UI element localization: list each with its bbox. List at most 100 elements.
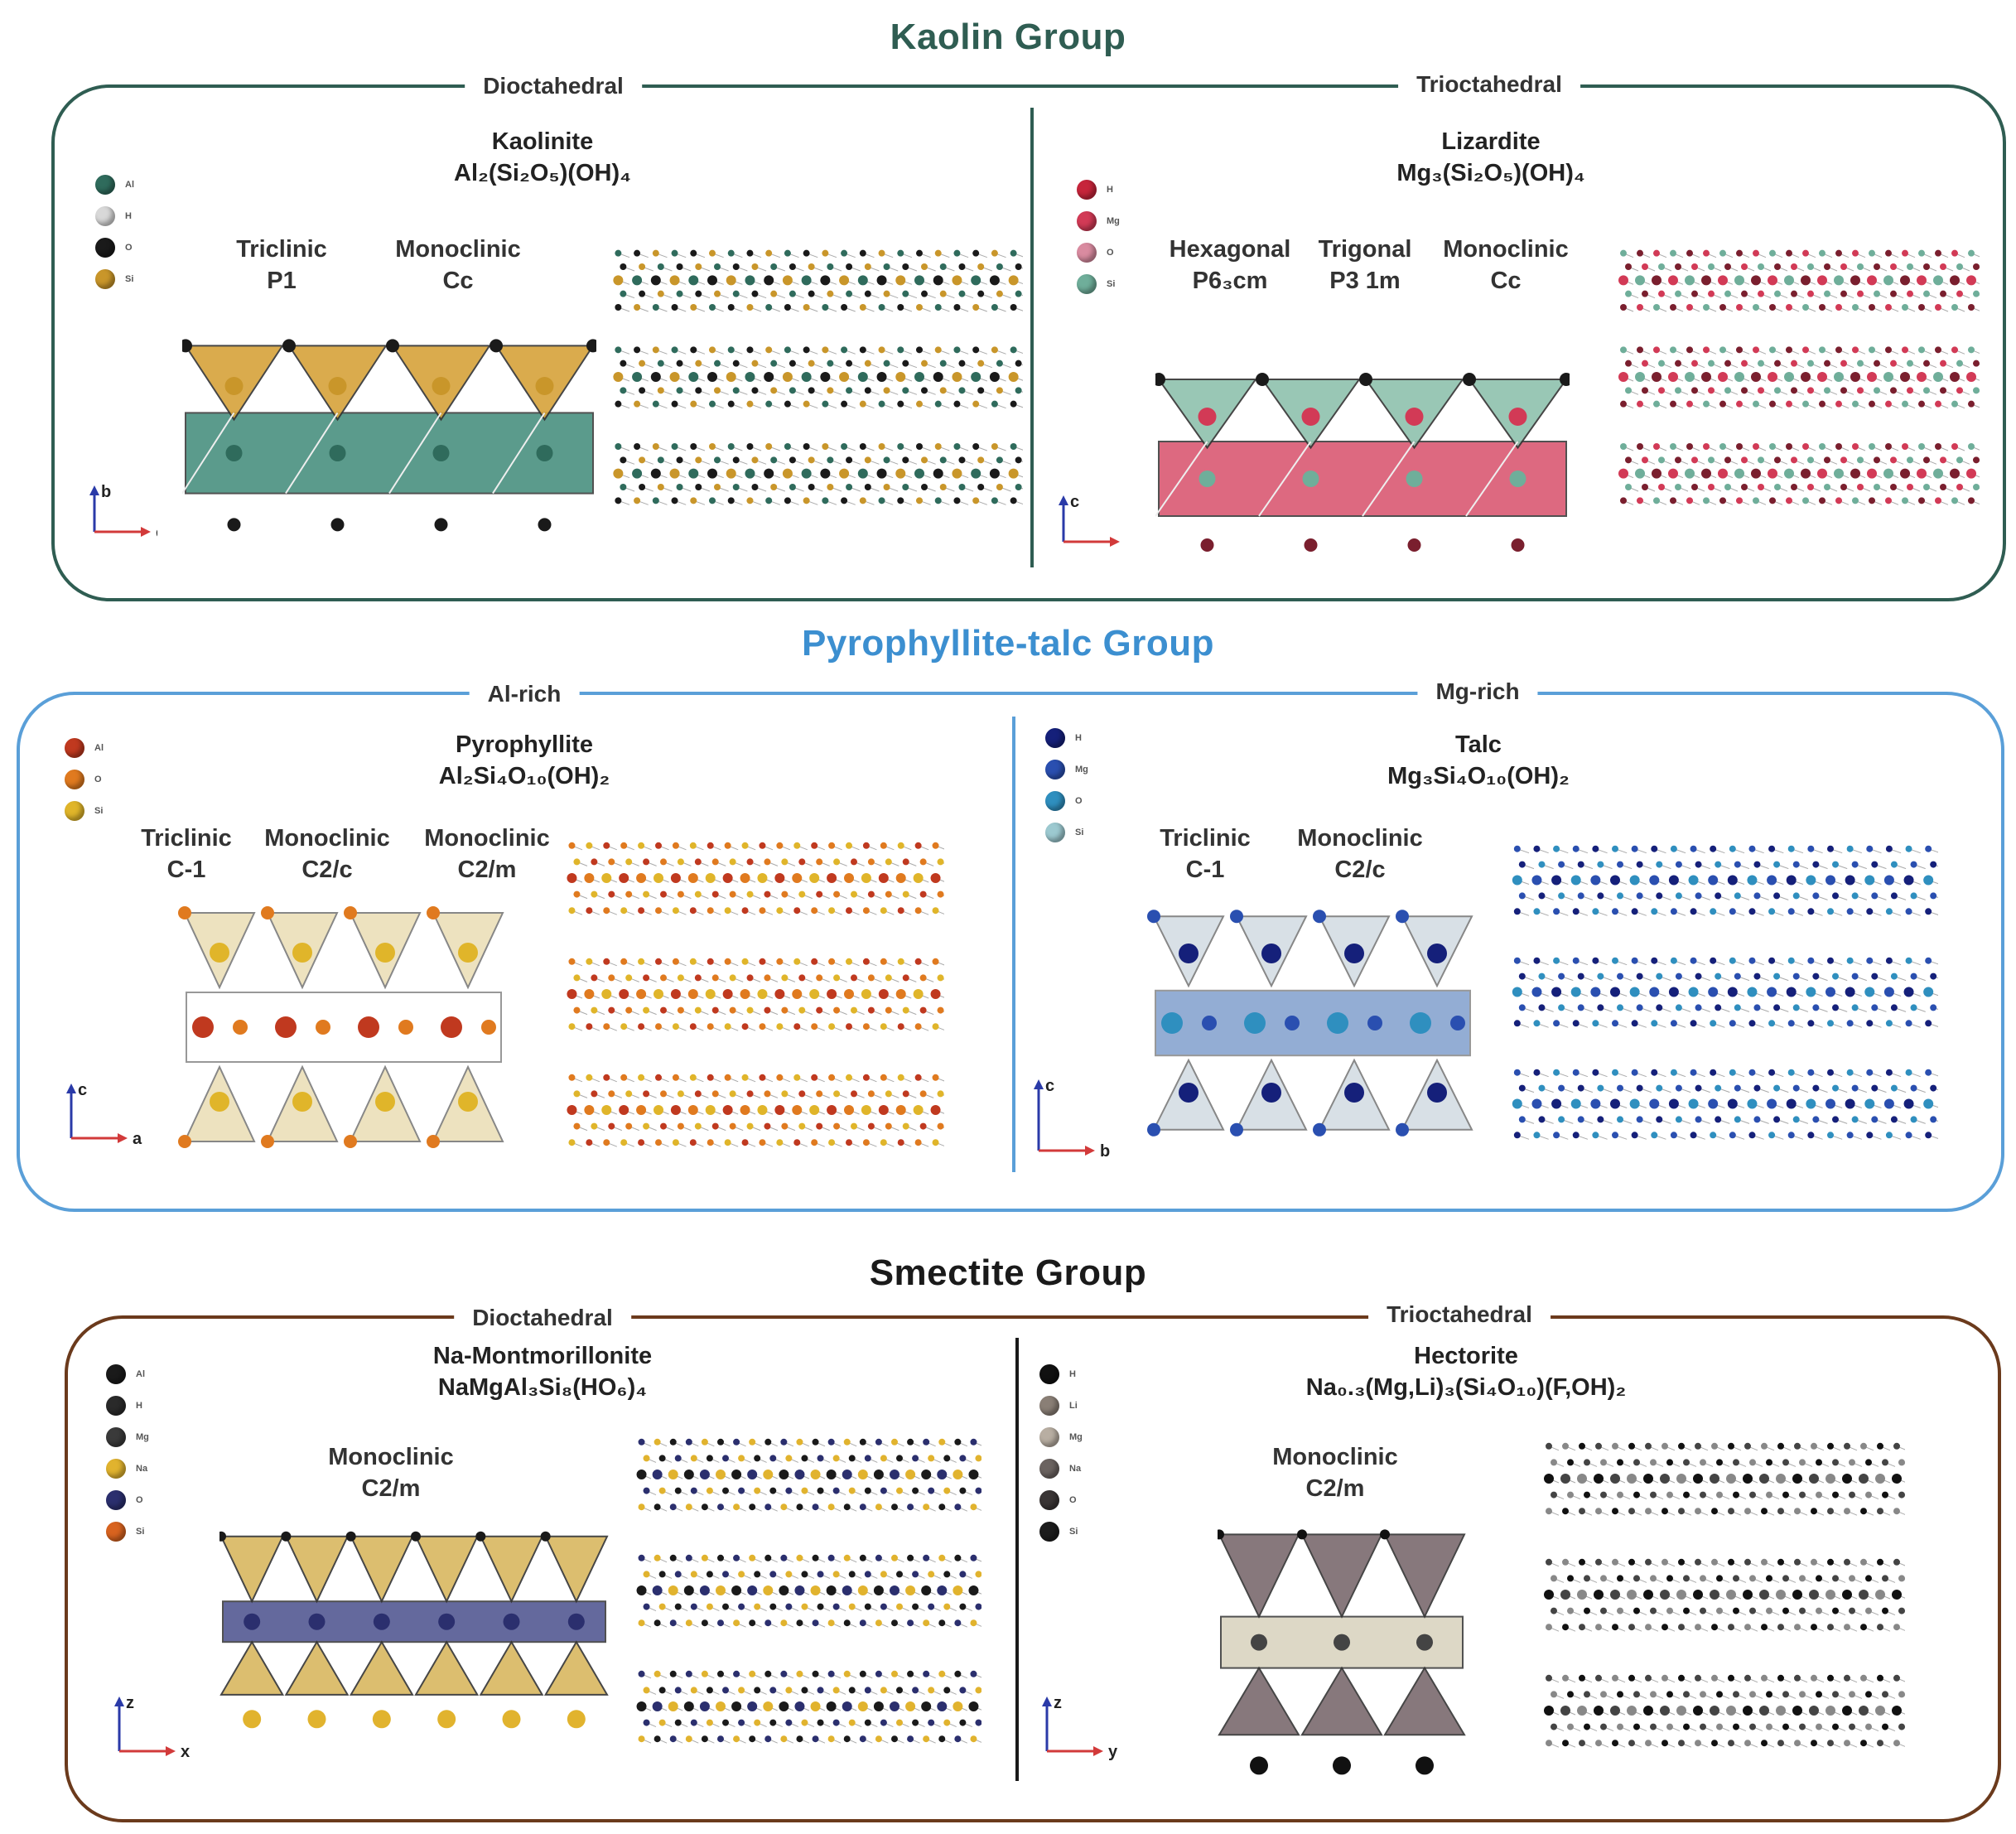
atom-sphere: [928, 1687, 935, 1694]
legend-swatch: [1045, 760, 1065, 779]
atom-sphere: [591, 1122, 598, 1130]
atom-sphere: [1645, 1508, 1652, 1515]
atom-sphere: [1845, 1098, 1855, 1109]
atom-sphere: [1736, 304, 1743, 311]
atom-sphere: [1907, 456, 1913, 464]
atom-sphere: [749, 1554, 756, 1561]
atom-sphere: [1595, 1740, 1602, 1747]
atom-sphere: [1898, 1575, 1905, 1582]
atom-sphere: [1885, 845, 1893, 852]
atom-sphere: [639, 387, 646, 394]
atom-sphere: [1675, 1004, 1682, 1011]
atom-sphere: [880, 1603, 887, 1610]
atom-sphere: [1819, 346, 1825, 354]
atom-sphere: [801, 1687, 808, 1694]
legend-swatch: [1039, 1522, 1059, 1542]
atom-sphere: [1744, 1442, 1751, 1450]
atom-sphere: [1567, 1691, 1574, 1698]
atom-sphere: [1893, 1674, 1900, 1682]
tetrahedron: [1218, 1666, 1300, 1736]
atom-sphere: [625, 1122, 633, 1130]
atom-sphere: [1716, 1723, 1723, 1730]
atom-sphere: [1874, 360, 1880, 367]
kaolin-left-subtitle: Dioctahedral: [465, 73, 642, 99]
atom-sphere: [699, 1470, 710, 1479]
atom-sphere: [1747, 1098, 1758, 1109]
atom-sphere: [1015, 290, 1022, 297]
atom-sphere: [896, 1487, 903, 1494]
atom-sphere: [820, 372, 831, 382]
atom-sphere: [639, 456, 646, 464]
atom-sphere: [1923, 875, 1934, 886]
atom-sphere: [695, 290, 702, 297]
atom-sphere: [1650, 1459, 1657, 1466]
atom-sphere: [1807, 456, 1814, 464]
atom-sphere: [192, 1016, 214, 1038]
atom-sphere: [934, 346, 942, 354]
atom-sphere: [1651, 1132, 1658, 1139]
atom-sphere: [1890, 861, 1898, 868]
atom-sphere: [1690, 1132, 1697, 1139]
atom-sphere: [1902, 443, 1908, 450]
atom-sphere: [1869, 400, 1875, 408]
atom-sphere: [1218, 1529, 1224, 1540]
atom-sphere: [798, 890, 806, 898]
atom-sphere: [714, 360, 721, 367]
atom-sphere: [1198, 408, 1217, 426]
atom-sphere: [930, 1105, 941, 1115]
atom-sphere: [759, 1074, 766, 1081]
atom-sphere: [674, 1687, 682, 1694]
atom-sphere: [634, 249, 641, 257]
atom-sphere: [1851, 1004, 1859, 1011]
atom-sphere: [794, 1701, 805, 1711]
atom-sphere: [281, 1531, 292, 1542]
atom-sphere: [1567, 1607, 1574, 1614]
atom-sphere: [1715, 1116, 1722, 1123]
atom-sphere: [1685, 372, 1695, 382]
atom-sphere: [1597, 973, 1604, 980]
atom-sphere: [811, 1023, 818, 1030]
atom-sphere: [1577, 861, 1584, 868]
atom-sphere: [864, 290, 871, 297]
legend-item: Li: [1039, 1390, 1083, 1421]
atom-sphere: [810, 1470, 821, 1479]
atom-sphere: [1719, 497, 1726, 504]
atom-sphere: [671, 249, 678, 257]
atom-sphere: [1769, 249, 1776, 257]
atom-sphere: [811, 1139, 818, 1146]
atom-sphere: [568, 1023, 576, 1030]
legend-label: Li: [1069, 1401, 1078, 1411]
atom-sphere: [694, 1122, 702, 1130]
atom-sphere: [828, 1074, 836, 1081]
atom-sphere: [1695, 1558, 1701, 1566]
atom-sphere: [792, 1105, 803, 1115]
atom-sphere: [1678, 1674, 1685, 1682]
atom-sphere: [914, 1139, 922, 1146]
legend-item: O: [106, 1484, 149, 1516]
kaolin-group-title: Kaolin Group: [890, 17, 1126, 57]
atom-sphere: [1885, 1132, 1893, 1139]
atom-sphere: [1715, 892, 1722, 900]
atom-sphere: [1973, 263, 1980, 270]
atom-sphere: [1776, 1706, 1786, 1716]
axis-horizontal-label: b: [1100, 1142, 1110, 1161]
atom-sphere: [689, 907, 697, 915]
atom-sphere: [711, 890, 719, 898]
atom-sphere: [1675, 360, 1681, 367]
atom-sphere: [634, 400, 641, 408]
atom-sphere: [1935, 304, 1941, 311]
atom-sphere: [857, 275, 868, 286]
tetrahedron: [1218, 1533, 1300, 1619]
axis-arrow-icon: [66, 1084, 76, 1093]
atom-sphere: [1719, 304, 1726, 311]
atom-sphere: [591, 890, 598, 898]
atom-sphere: [833, 1090, 841, 1098]
atom-sphere: [1708, 263, 1715, 270]
atom-sphere: [1753, 861, 1761, 868]
atom-sphere: [1512, 875, 1522, 886]
atom-sphere: [1518, 861, 1526, 868]
atom-sphere: [1905, 1020, 1912, 1027]
atom-sphere: [1973, 456, 1980, 464]
